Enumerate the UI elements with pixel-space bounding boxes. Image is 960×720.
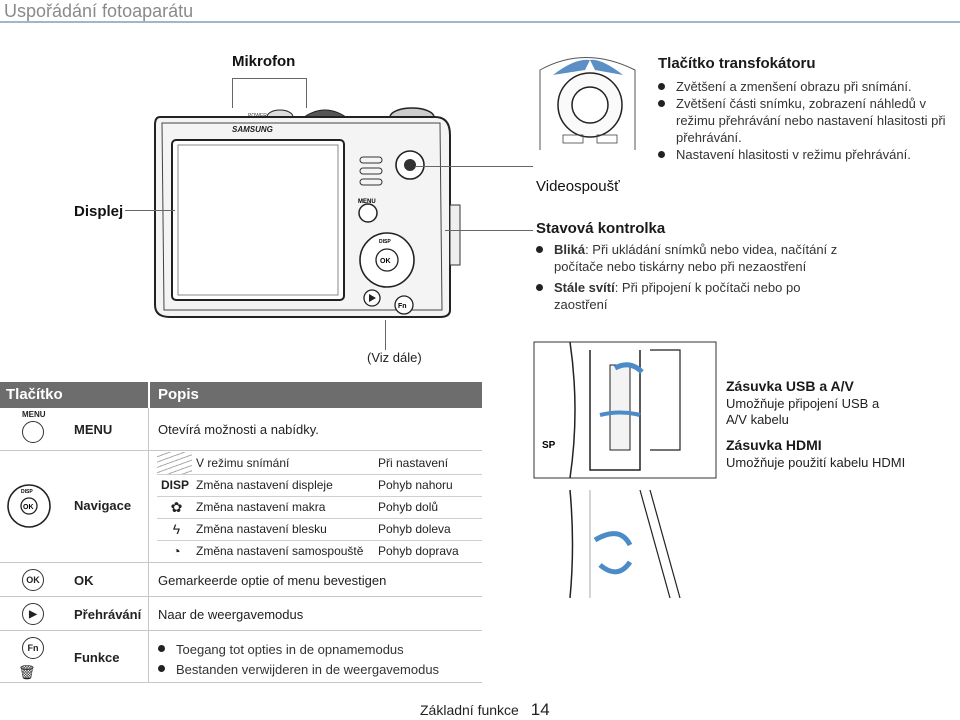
nav-left: Změna nastavení displeje xyxy=(192,474,374,497)
leader-mikrofon-r xyxy=(306,78,307,108)
table-header xyxy=(0,382,482,408)
macro-icon: ✿ xyxy=(157,496,192,519)
svg-text:DISP: DISP xyxy=(21,489,33,495)
disp-icon: DISP xyxy=(157,474,192,497)
ports-illustration: SP xyxy=(533,341,717,599)
zoom-bullet: Zvětšení a zmenšení obrazu při snímání. xyxy=(656,78,956,95)
header-divider xyxy=(148,382,150,408)
nav-right: Pohyb doleva xyxy=(374,518,482,541)
nav-subtable: V režimu snímání Při nastavení DISP Změn… xyxy=(157,452,482,563)
leader-mikrofon xyxy=(232,78,307,79)
nav-head-left: V režimu snímání xyxy=(192,452,374,475)
ports-side-label: SP xyxy=(542,440,556,451)
leader-mikrofon-l xyxy=(232,78,233,108)
camera-disp-label: DISP xyxy=(379,239,391,245)
play-button-icon: ▶ xyxy=(22,603,44,625)
hdmi-title: Zásuvka HDMI xyxy=(726,437,822,453)
label-mikrofon: Mikrofon xyxy=(232,53,296,70)
page-title: Uspořádání fotoaparátu xyxy=(4,1,194,21)
camera-back-illustration: POWER SAMSUNG MENU OK DISP Fn xyxy=(154,107,461,318)
col-divider xyxy=(148,408,149,682)
menu-row: MENU MENU Otevírá možnosti a nabídky. xyxy=(0,408,482,450)
status-bullet: Bliká: Při ukládání snímků nebo videa, n… xyxy=(534,241,849,275)
nav-left: Změna nastavení samospouště xyxy=(192,540,374,563)
row-divider xyxy=(0,596,482,597)
fn-bullet: Bestanden verwijderen in de weergavemodu… xyxy=(156,660,476,680)
zoom-title: Tlačítko transfokátoru xyxy=(658,55,816,72)
row-divider xyxy=(0,682,482,683)
fn-button-icon: Fn xyxy=(22,637,44,659)
leader-video xyxy=(415,166,533,167)
nav-right: Pohyb dolů xyxy=(374,496,482,519)
title-underline xyxy=(0,21,960,23)
zoom-bullet: Nastavení hlasitosti v režimu přehrávání… xyxy=(656,146,956,163)
col-button-header: Tlačítko xyxy=(6,386,63,403)
play-name: Přehrávání xyxy=(74,607,142,622)
menu-icon-label: MENU xyxy=(22,410,46,419)
ok-button-icon: OK xyxy=(22,569,44,591)
camera-fn-label: Fn xyxy=(398,303,407,310)
footer-text: Základní funkce xyxy=(420,702,519,718)
viz-dale-label: (Viz dále) xyxy=(367,350,422,365)
fn-bullets: Toegang tot opties in de opnamemodus Bes… xyxy=(156,640,476,680)
table-row: DISP Změna nastavení displeje Pohyb naho… xyxy=(157,474,482,497)
hatch-cell xyxy=(157,452,192,475)
status-bullets: Bliká: Při ukládání snímků nebo videa, n… xyxy=(534,241,849,313)
usb-title: Zásuvka USB a A/V xyxy=(726,378,854,394)
usb-desc: Umožňuje připojení USB a A/V kabelu xyxy=(726,396,880,427)
leader-displej xyxy=(125,210,175,211)
zoom-bullets: Zvětšení a zmenšení obrazu při snímání. … xyxy=(656,78,956,163)
zoom-bullet: Zvětšení části snímku, zobrazení náhledů… xyxy=(656,95,956,146)
trash-icon: 🗑 xyxy=(18,664,36,680)
zoom-lever-illustration xyxy=(539,57,636,150)
ok-desc: Gemarkeerde optie of menu bevestigen xyxy=(158,573,387,588)
table-row: ϟ Změna nastavení blesku Pohyb doleva xyxy=(157,518,482,541)
camera-ok-label: OK xyxy=(380,258,391,265)
nav-right: Pohyb doprava xyxy=(374,540,482,563)
nav-right: Pohyb nahoru xyxy=(374,474,482,497)
table-row: ◔ Změna nastavení samospouště Pohyb dopr… xyxy=(157,540,482,563)
brand-label: SAMSUNG xyxy=(232,125,273,134)
hdmi-desc: Umožňuje použití kabelu HDMI xyxy=(726,455,906,470)
play-desc: Naar de weergavemodus xyxy=(158,607,304,622)
status-title: Stavová kontrolka xyxy=(536,220,666,237)
row-divider xyxy=(0,450,482,451)
svg-text:OK: OK xyxy=(23,504,34,511)
leader-status xyxy=(445,230,533,231)
page-number: 14 xyxy=(530,700,550,719)
footer: Základní funkce 14 xyxy=(420,700,550,720)
menu-name: MENU xyxy=(74,422,113,437)
nav-head-right: Při nastavení xyxy=(374,452,482,475)
label-videospoust: Videospoušť xyxy=(536,178,620,195)
menu-button-icon xyxy=(22,421,44,443)
nav-subtable-header: V režimu snímání Při nastavení xyxy=(157,452,482,475)
leader-viz xyxy=(385,320,386,350)
fn-bullet: Toegang tot opties in de opnamemodus xyxy=(156,640,476,660)
label-displej: Displej xyxy=(74,203,124,220)
table-row: ✿ Změna nastavení makra Pohyb dolů xyxy=(157,496,482,519)
nav-name: Navigace xyxy=(74,498,132,513)
nav-left: Změna nastavení blesku xyxy=(192,518,374,541)
camera-menu-label: MENU xyxy=(358,199,376,205)
col-desc-header: Popis xyxy=(158,386,199,403)
row-divider xyxy=(0,562,482,563)
status-bullet: Stále svítí: Při připojení k počítači ne… xyxy=(534,279,849,313)
row-divider xyxy=(0,630,482,631)
nav-left: Změna nastavení makra xyxy=(192,496,374,519)
nav-pad-icon: OK DISP xyxy=(7,484,51,528)
menu-desc: Otevírá možnosti a nabídky. xyxy=(158,422,319,437)
fn-name: Funkce xyxy=(74,650,120,665)
flash-icon: ϟ xyxy=(157,518,192,541)
timer-icon: ◔ xyxy=(157,540,192,563)
ok-name: OK xyxy=(74,573,94,588)
